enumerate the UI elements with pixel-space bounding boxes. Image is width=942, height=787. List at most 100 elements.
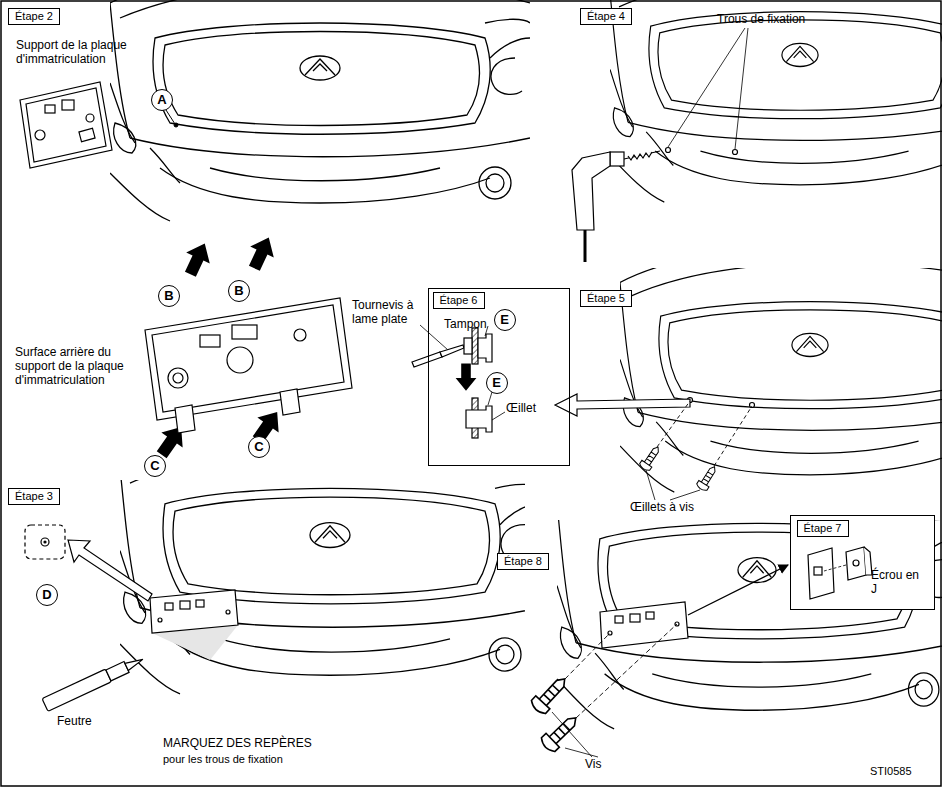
mark-detail [25,525,65,559]
grommet-holes [688,398,755,408]
grommet-detail [492,412,505,420]
step-label: Étape 7 [797,520,849,537]
felt-pen [125,656,145,671]
plate-holder-back [232,325,257,339]
car-view [120,430,540,694]
front-plate-holder [79,128,95,141]
callout-letter: B [229,281,249,300]
plate-holder-on-car [630,614,640,622]
figure-code: STI0585 [870,764,940,778]
front-plate-holder [26,88,106,162]
screw-grommets [638,401,752,500]
part-label: MARQUEZ DES REPÈRES [163,736,383,750]
plate-holder-on-car [226,610,230,614]
plate-holder-back [280,389,300,415]
plate-holder-back [145,298,352,420]
callout-circle: B [228,280,250,302]
push-arrows [243,232,281,274]
step-title: Étape 2 [9,9,59,24]
car-view [620,248,942,493]
screw-grommets [714,406,752,466]
j-nut-detail [846,547,866,580]
grommet-detail [478,334,492,362]
mark-a [166,110,178,127]
screw-grommets [638,444,663,472]
screw-grommets [646,470,655,500]
push-arrows [179,238,217,280]
callout-letter: E [487,373,507,392]
car-view [610,0,942,202]
screw-grommets [696,464,720,493]
step-label: Étape 2 [8,8,60,25]
callout-letter: E [495,310,515,329]
step-label: Étape 5 [580,290,632,307]
part-label: Tournevis à lame plate [352,298,427,326]
grommet-detail [464,338,472,354]
plate-holder-on-car [158,618,162,622]
step-label: Étape 8 [497,553,549,570]
plate-holder-on-car [150,590,238,633]
callout-letter: D [37,585,57,604]
mark-a [174,123,178,127]
step-title: Étape 3 [9,489,59,504]
step-title: Étape 8 [498,554,548,569]
part-label: Œillets à vis [630,500,740,514]
plate-holder-back [168,368,188,388]
j-nut-detail [864,547,872,575]
plate-holder-back [173,373,183,383]
car-view [120,430,540,694]
detail-arrow [688,565,788,615]
plate-holder-on-car [165,603,173,610]
front-plate-holder [86,114,94,122]
j-nut-detail [824,565,846,571]
part-name: Œillet [506,401,556,415]
callout-letter: A [152,90,172,109]
screws [539,711,583,754]
j-nut-detail [853,560,859,566]
part-label: Vis [585,757,625,771]
screws [529,672,572,716]
car-view [557,465,942,729]
callout-circle: D [36,584,58,606]
grommet-detail [472,328,478,364]
j-nut-detail [814,567,822,575]
mounting-holes [733,150,738,155]
inset-box: TamponŒilletÉtape 6EE [428,288,570,466]
car-view [110,0,530,221]
part-label: Surface arrière du support de la plaque … [15,345,137,387]
plate-holder-back [175,405,195,433]
grommet-detail [466,406,492,432]
mark-detail [44,541,46,543]
drill [584,230,587,262]
part-label: Feutre [57,714,117,728]
screw-grommets [670,490,700,500]
car-view [110,0,530,221]
mounting-holes [666,148,671,153]
plate-holder-on-car [646,612,654,619]
step-label: Étape 3 [8,488,60,505]
callout-circle: A [151,89,173,111]
drill [572,151,660,262]
mounting-holes [735,28,748,149]
drill [572,152,610,230]
step-label: Étape 6 [433,292,485,309]
car-view [557,465,942,729]
step-title: Étape 4 [581,9,631,24]
step-title: Étape 5 [581,291,631,306]
callout-circle: E [486,372,508,394]
plate-holder-back [152,305,344,412]
plate-holder-back [145,298,352,433]
j-nut-detail [808,548,834,599]
screws [576,624,677,718]
step-title: Étape 6 [434,293,484,308]
plate-holder-on-car [615,616,623,623]
callout-circle: B [158,285,180,307]
plate-holder-back [200,335,220,347]
drill [610,152,624,166]
car-view [620,248,942,493]
part-label: Support de la plaque d'immatriculation [16,38,138,66]
mark-detail [68,540,152,601]
grommet-detail [412,352,442,367]
inset-box: Écrou en JÉtape 7 [790,515,935,610]
